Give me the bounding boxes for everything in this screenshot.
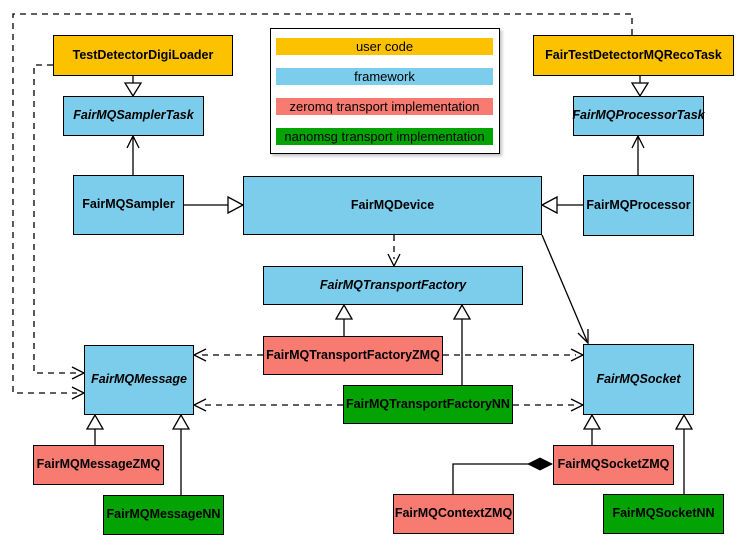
arrowhead-open bbox=[192, 398, 207, 412]
arrowhead-triangle bbox=[630, 82, 650, 98]
node-fairmqsocketnn: FairMQSocketNN bbox=[603, 494, 724, 534]
composition-diamond-icon bbox=[527, 457, 553, 471]
node-fairmqsocket: FairMQSocket bbox=[583, 344, 694, 415]
legend-item-user-code: user code bbox=[276, 38, 493, 55]
node-fairmqsamplertask: FairMQSamplerTask bbox=[63, 96, 204, 136]
arrowhead-triangle bbox=[540, 195, 558, 215]
arrowhead-open bbox=[71, 366, 86, 380]
node-fairmqdevice: FairMQDevice bbox=[243, 176, 542, 235]
legend: user code framework zeromq transport imp… bbox=[270, 28, 500, 154]
arrowhead-open bbox=[71, 386, 86, 400]
node-fairmqsampler: FairMQSampler bbox=[73, 175, 184, 235]
arrowhead-open bbox=[570, 348, 585, 362]
legend-item-framework: framework bbox=[276, 68, 493, 85]
legend-item-nanomsg: nanomsg transport implementation bbox=[276, 128, 493, 145]
node-fairmqprocessortask: FairMQProcessorTask bbox=[572, 96, 705, 136]
edge-contextzmq-socketzmq bbox=[452, 463, 528, 494]
node-fairmqmessagezmq: FairMQMessageZMQ bbox=[33, 445, 164, 485]
arrowhead-triangle bbox=[85, 413, 105, 430]
arrowhead-triangle bbox=[674, 413, 694, 430]
arrowhead-triangle bbox=[452, 303, 472, 320]
arrowhead-open bbox=[126, 134, 140, 149]
node-fairmqmessage: FairMQMessage bbox=[84, 345, 194, 415]
edge-device-socket bbox=[541, 234, 588, 342]
arrowhead-open bbox=[570, 398, 585, 412]
arrowhead-triangle bbox=[171, 413, 191, 430]
node-fairmqtransportfactory: FairMQTransportFactory bbox=[263, 266, 523, 305]
arrowhead-triangle bbox=[334, 303, 354, 320]
node-fairmqprocessor: FairMQProcessor bbox=[583, 175, 694, 236]
node-fairmqcontextzmq: FairMQContextZMQ bbox=[393, 494, 514, 534]
node-fairmqsocketzmq: FairMQSocketZMQ bbox=[553, 445, 674, 485]
arrowhead-triangle bbox=[123, 82, 143, 98]
node-fairmqmessagenn: FairMQMessageNN bbox=[103, 495, 224, 535]
node-fairtestdetectormqrecotask: FairTestDetectorMQRecoTask bbox=[533, 35, 734, 76]
legend-item-zeromq: zeromq transport implementation bbox=[276, 98, 493, 115]
node-fairmqtransportfactoryzmq: FairMQTransportFactoryZMQ bbox=[263, 336, 443, 375]
arrowhead-open bbox=[387, 253, 401, 268]
arrowhead-triangle bbox=[582, 413, 602, 430]
arrowhead-open bbox=[631, 134, 645, 149]
node-fairmqtransportfactorynn: FairMQTransportFactoryNN bbox=[343, 385, 513, 424]
arrowhead-triangle bbox=[227, 195, 245, 215]
arrowhead-open bbox=[192, 348, 207, 362]
node-testdetectordigiloader: TestDetectorDigiLoader bbox=[53, 35, 233, 76]
arrowhead-open bbox=[577, 329, 589, 345]
